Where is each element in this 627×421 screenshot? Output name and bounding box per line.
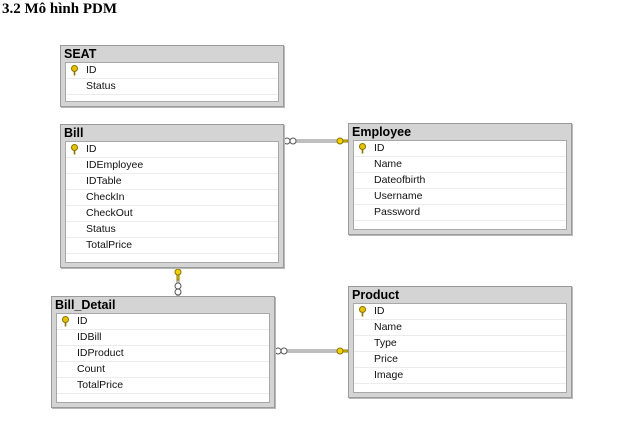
field-name: IDBill (77, 331, 102, 343)
key-icon (62, 316, 69, 327)
table-employee[interactable]: Employee ID Name Dateofbirth Username Pa… (348, 123, 572, 235)
table-fields: ID Name Type Price Image (353, 303, 567, 393)
key-icon (71, 65, 78, 76)
field-name: Type (374, 337, 397, 349)
field-row[interactable]: Count (57, 362, 269, 378)
field-row[interactable]: IDEmployee (66, 158, 278, 174)
table-fields: ID Name Dateofbirth Username Password (353, 140, 567, 230)
infinity-connector-icon (174, 282, 182, 296)
infinity-connector-icon (283, 137, 297, 145)
field-row[interactable]: Dateofbirth (354, 173, 566, 189)
field-row[interactable]: ID (57, 314, 269, 330)
field-name: IDEmployee (86, 159, 144, 171)
key-icon (359, 143, 366, 154)
field-row[interactable]: Type (354, 336, 566, 352)
table-title: SEAT (61, 46, 283, 62)
field-name: Password (374, 206, 421, 218)
field-row[interactable]: Price (354, 352, 566, 368)
field-name: Status (86, 223, 116, 235)
field-name: ID (374, 142, 385, 154)
field-row[interactable]: Image (354, 368, 566, 384)
field-row[interactable]: IDProduct (57, 346, 269, 362)
table-seat[interactable]: SEAT ID Status (60, 45, 284, 107)
field-name: IDTable (86, 175, 122, 187)
field-row[interactable]: TotalPrice (57, 378, 269, 394)
field-name: TotalPrice (77, 379, 124, 391)
field-row[interactable]: CheckOut (66, 206, 278, 222)
table-title: Bill_Detail (52, 297, 274, 313)
field-name: CheckIn (86, 191, 125, 203)
field-name: ID (86, 64, 97, 76)
field-name: ID (86, 143, 97, 155)
table-fields: ID IDEmployee IDTable CheckIn CheckOut S… (65, 141, 279, 263)
field-row[interactable]: Name (354, 157, 566, 173)
field-row[interactable]: TotalPrice (66, 238, 278, 254)
field-row[interactable]: Password (354, 205, 566, 221)
field-name: ID (77, 315, 88, 327)
key-connector-icon (336, 137, 349, 145)
field-name: Price (374, 353, 398, 365)
table-fields: ID IDBill IDProduct Count TotalPrice (56, 313, 270, 403)
field-row[interactable]: ID (354, 141, 566, 157)
field-name: ID (374, 305, 385, 317)
infinity-connector-icon (274, 347, 288, 355)
table-bill[interactable]: Bill ID IDEmployee IDTable CheckIn Check… (60, 124, 284, 268)
field-row[interactable]: IDTable (66, 174, 278, 190)
field-name: Dateofbirth (374, 174, 426, 186)
field-row[interactable]: ID (354, 304, 566, 320)
field-name: Status (86, 80, 116, 92)
page-title: 3.2 Mô hình PDM (2, 1, 118, 17)
key-icon (359, 306, 366, 317)
field-row[interactable]: IDBill (57, 330, 269, 346)
table-title: Bill (61, 125, 283, 141)
field-row[interactable]: Status (66, 222, 278, 238)
key-connector-icon (174, 268, 182, 281)
table-bill-detail[interactable]: Bill_Detail ID IDBill IDProduct Count To… (51, 296, 275, 408)
table-product[interactable]: Product ID Name Type Price Image (348, 286, 572, 398)
key-icon (71, 144, 78, 155)
field-row[interactable]: Username (354, 189, 566, 205)
field-row[interactable]: Status (66, 79, 278, 95)
field-row[interactable]: ID (66, 142, 278, 158)
field-name: TotalPrice (86, 239, 133, 251)
table-title: Employee (349, 124, 571, 140)
table-title: Product (349, 287, 571, 303)
table-fields: ID Status (65, 62, 279, 102)
field-name: Username (374, 190, 423, 202)
field-name: Count (77, 363, 106, 375)
field-name: IDProduct (77, 347, 124, 359)
field-name: Name (374, 321, 403, 333)
field-name: Image (374, 369, 404, 381)
key-connector-icon (336, 347, 349, 355)
field-row[interactable]: Name (354, 320, 566, 336)
field-row[interactable]: CheckIn (66, 190, 278, 206)
field-name: Name (374, 158, 403, 170)
field-name: CheckOut (86, 207, 133, 219)
field-row[interactable]: ID (66, 63, 278, 79)
